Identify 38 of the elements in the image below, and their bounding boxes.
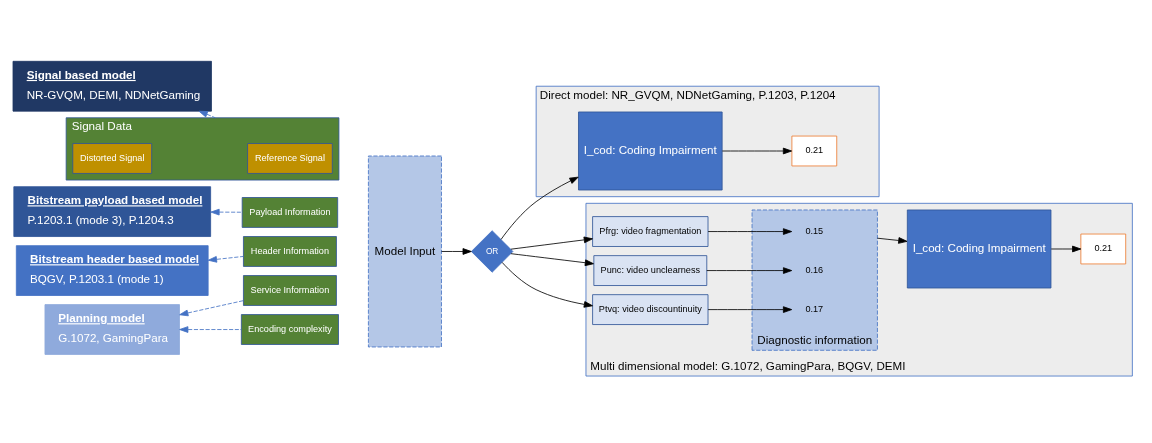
arrow <box>501 261 593 308</box>
arrow <box>179 325 242 333</box>
node-box: Signal based model NR-GVQM, DEMI, NDNetGaming <box>12 60 212 112</box>
node-box: Bitstream payload based model P.1203.1 (mode 3), P.1204.3 <box>13 185 212 237</box>
arrow <box>510 236 593 250</box>
arrow <box>179 299 244 316</box>
node-box: Ptvq: video discountinuity <box>592 293 709 325</box>
arrow <box>510 252 594 266</box>
node-box: Payload Information <box>241 196 339 228</box>
node-box: Service Information <box>243 274 337 306</box>
arrow <box>441 247 472 255</box>
node-box: Planning model G.1072, GamingPara <box>44 303 180 355</box>
node-box: Encoding complexity <box>240 313 339 345</box>
arrow <box>707 305 793 313</box>
node-box: I_cod: Coding Impairment <box>578 111 723 190</box>
node-diamond: OR <box>470 229 514 273</box>
arrow <box>721 147 793 154</box>
node-text: 0.15 <box>805 225 824 236</box>
arrow <box>198 110 216 118</box>
arrow <box>706 266 793 274</box>
node-box: 0.21 <box>1080 233 1127 264</box>
node-box: Reference Signal <box>247 142 333 174</box>
arrow <box>1050 245 1082 252</box>
node-box: I_cod: Coding Impairment <box>906 209 1052 288</box>
node-box: Punc: video unclearness <box>593 254 708 286</box>
node-text: 0.16 <box>805 264 824 275</box>
node-box: Bitstream header based model BQGV, P.1203.1 (mode 1) <box>15 244 209 296</box>
arrow <box>877 236 908 244</box>
arrow <box>707 227 793 235</box>
node-box: Header Information <box>243 235 337 267</box>
node-box: Pfrg: video fragmentation <box>592 215 709 247</box>
arrow <box>207 255 244 263</box>
arrow <box>500 176 579 240</box>
node-box: 0.21 <box>791 135 838 166</box>
node-box: Distorted Signal <box>72 142 153 174</box>
node-text: 0.17 <box>805 303 824 314</box>
arrow <box>210 208 243 215</box>
node-box: Model Input <box>368 155 442 347</box>
